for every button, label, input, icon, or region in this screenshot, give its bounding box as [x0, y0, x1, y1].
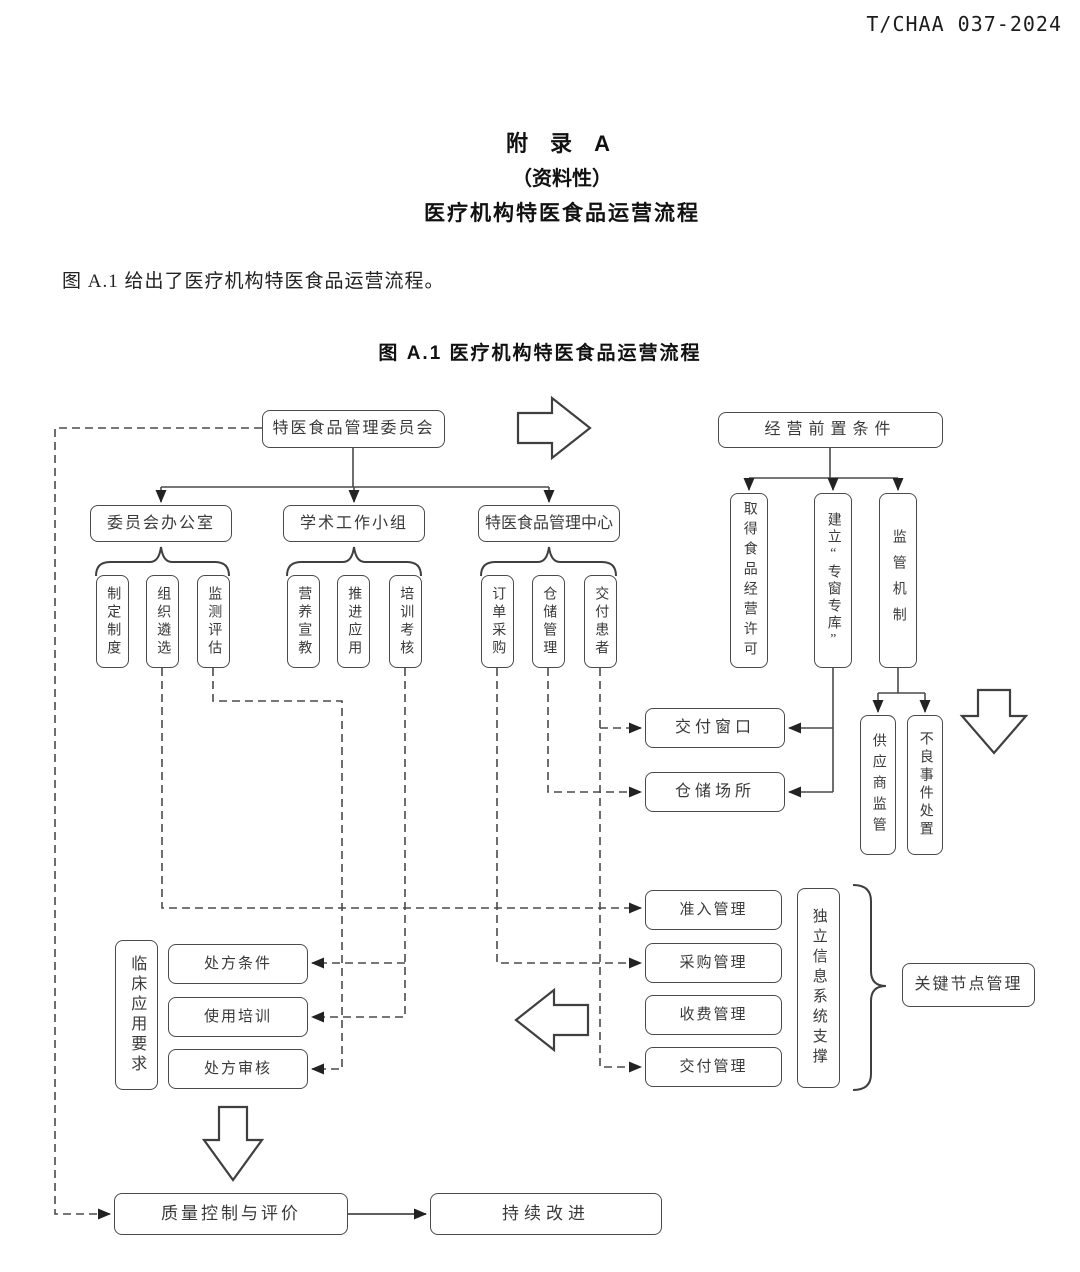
node-jianguan: 监管机制: [879, 493, 917, 668]
node-zuzhi: 组织遴选: [146, 575, 179, 668]
standard-code: T/CHAA 037-2024: [866, 12, 1062, 36]
node-procurement: 采购管理: [645, 943, 782, 983]
edge-zuzhi-access: [161, 668, 642, 914]
node-office: 委员会办公室: [90, 505, 232, 542]
edge-jiance-rxreview: [212, 668, 343, 1075]
edge-dingdan-procurement: [496, 668, 642, 969]
node-cangchu: 仓储管理: [532, 575, 565, 668]
node-window: 交付窗口: [645, 708, 785, 748]
node-rxcond: 处方条件: [168, 944, 308, 984]
node-delivery: 交付管理: [645, 1047, 782, 1087]
node-yingyang: 营养宣教: [287, 575, 320, 668]
figure-caption: 图 A.1 医疗机构特医食品运营流程: [378, 343, 702, 364]
node-dingdan: 订单采购: [481, 575, 514, 668]
appendix-type-note: （资料性）: [512, 168, 612, 190]
edge-jiaofu-delivery: [599, 668, 642, 1073]
brace-keynode-group: [852, 884, 887, 1091]
big-arrow-right: [516, 395, 592, 461]
edge-peixun-usetrain: [311, 668, 406, 1023]
node-improve: 持续改进: [430, 1193, 662, 1235]
node-center: 特医食品管理中心: [478, 505, 620, 542]
brace-academic-group: [286, 546, 422, 577]
node-supplier: 供应商监管: [860, 715, 896, 855]
node-jiaofu: 交付患者: [584, 575, 617, 668]
node-storage: 仓储场所: [645, 772, 785, 812]
edge-prereq-stem: [749, 447, 898, 479]
brace-center-group: [480, 546, 617, 577]
node-charging: 收费管理: [645, 995, 782, 1035]
node-quality: 质量控制与评价: [114, 1193, 348, 1235]
intro-paragraph: 图 A.1 给出了医疗机构特医食品运营流程。: [62, 271, 445, 292]
node-clinical: 临床应用要求: [115, 940, 158, 1090]
edge-jianguan-stem: [878, 668, 925, 694]
edge-committee-quality: [54, 427, 262, 1220]
big-arrow-left: [514, 987, 590, 1053]
appendix-subject: 医疗机构特医食品运营流程: [424, 202, 700, 225]
node-access: 准入管理: [645, 890, 782, 930]
node-adverse: 不良事件处置: [907, 715, 943, 855]
edge-committee-stem: [161, 448, 549, 488]
node-zhuanku: 建立“专窗专库”: [814, 493, 852, 668]
node-peixun: 培训考核: [389, 575, 422, 668]
edge-cangchu-storage: [547, 668, 642, 798]
node-academic: 学术工作小组: [283, 505, 425, 542]
node-tuijin: 推进应用: [337, 575, 370, 668]
node-committee: 特医食品管理委员会: [262, 410, 445, 448]
node-license: 取得食品经营许可: [730, 493, 768, 668]
node-infosys: 独立信息系统支撑: [797, 888, 840, 1088]
node-rxreview: 处方审核: [168, 1049, 308, 1089]
node-jiance: 监测评估: [197, 575, 230, 668]
node-zhiding: 制定制度: [96, 575, 129, 668]
big-arrow-down-bottom: [201, 1105, 265, 1182]
brace-office-group: [95, 546, 230, 577]
node-keynode: 关键节点管理: [902, 963, 1035, 1007]
node-usetrain: 使用培训: [168, 997, 308, 1037]
appendix-title: 附 录 A: [505, 131, 619, 156]
big-arrow-down-right: [959, 688, 1029, 755]
node-prereq: 经营前置条件: [718, 412, 943, 448]
